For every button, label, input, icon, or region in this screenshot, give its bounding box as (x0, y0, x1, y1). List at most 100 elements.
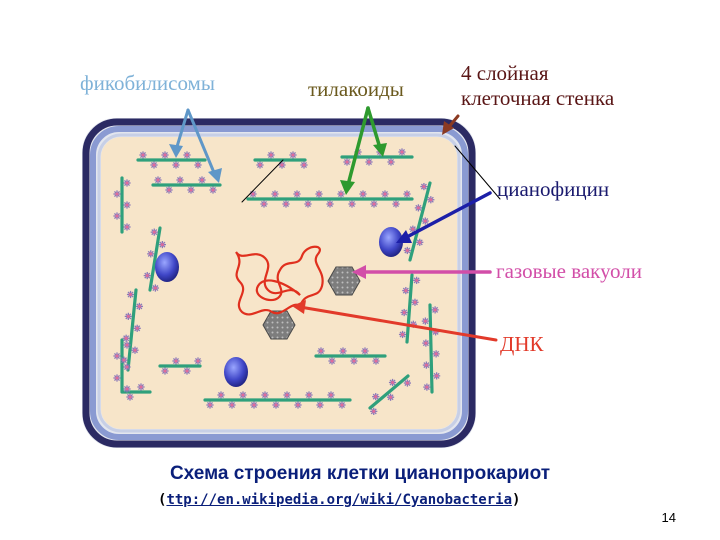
phycobilisome-icon (403, 190, 411, 198)
phycobilisome-icon (422, 339, 430, 347)
phycobilisome-icon (123, 341, 131, 349)
phycobilisome-icon (359, 190, 367, 198)
label-thylakoids: тилакоиды (308, 77, 404, 101)
phycobilisome-icon (361, 347, 369, 355)
phycobilisome-icon (370, 407, 378, 415)
phycobilisome-icon (381, 190, 389, 198)
phycobilisome-icon (123, 179, 131, 187)
phycobilisome-icon (143, 271, 151, 280)
phycobilisome-icon (427, 196, 435, 204)
phycobilisome-icon (124, 312, 132, 320)
phycobilisome-icon (150, 228, 158, 236)
phycobilisome-icon (372, 393, 380, 401)
phycobilisome-icon (183, 151, 191, 159)
phycobilisome-icon (113, 190, 121, 198)
label-gas-vacuoles: газовые вакуоли (496, 259, 642, 283)
phycobilisome-icon (194, 357, 202, 365)
label-cell-wall-line2: клеточная стенка (461, 86, 615, 110)
phycobilisome-icon (150, 161, 158, 169)
phycobilisome-icon (206, 401, 214, 409)
phycobilisome-icon (123, 385, 131, 393)
phycobilisome-icon (131, 346, 139, 354)
phycobilisome-icon (398, 330, 407, 339)
phycobilisome-icon (113, 212, 121, 220)
phycobilisome-icon (194, 161, 202, 169)
phycobilisome-icon (305, 391, 313, 399)
phycobilisome-icon (416, 238, 424, 246)
diagram-caption: Схема строения клетки цианопрокариот (169, 463, 551, 484)
phycobilisome-icon (421, 217, 429, 225)
phycobilisome-icon (400, 308, 408, 317)
phycobilisome-icon (386, 393, 395, 401)
source-open-paren: ( (158, 492, 167, 508)
phycobilisome-icon (187, 186, 195, 194)
phycobilisome-icon (123, 363, 131, 371)
phycobilisome-icon (123, 223, 131, 231)
phycobilisome-icon (228, 401, 236, 409)
phycobilisome-icon (176, 176, 184, 184)
phycobilisome-icon (317, 347, 325, 355)
phycobilisome-icon (261, 391, 269, 399)
phycobilisome-icon (370, 200, 378, 208)
label-cyanophycin: цианофицин (497, 177, 610, 201)
phycobilisome-icon (413, 276, 421, 284)
phycobilisome-icon (123, 201, 131, 209)
phycobilisome-icon (239, 391, 247, 399)
phycobilisome-icon (135, 302, 143, 311)
phycobilisome-icon (260, 200, 268, 208)
phycobilisome-icon (120, 356, 128, 364)
phycobilisome-icon (209, 186, 217, 194)
phycobilisome-icon (392, 200, 400, 208)
phycobilisome-icon (338, 401, 346, 409)
phycobilisome-icon (315, 190, 323, 198)
phycobilisome-icon (113, 374, 121, 382)
phycobilisome-icon (398, 148, 406, 156)
phycobilisome-icon (165, 186, 173, 194)
phycobilisome-icon (151, 284, 159, 292)
phycobilisome-icon (433, 372, 441, 380)
phycobilisome-icon (339, 347, 347, 355)
phycobilisome-icon (272, 401, 280, 409)
page-number: 14 (661, 510, 676, 525)
phycobilisome-icon (113, 352, 121, 360)
phycobilisome-icon (126, 393, 134, 401)
phycobilisome-icon (327, 391, 335, 399)
phycobilisome-icon (316, 401, 324, 409)
phycobilisome-icon (122, 334, 130, 342)
label-cell-wall-line1: 4 слойная (461, 61, 549, 85)
phycobilisome-icon (403, 379, 411, 387)
phycobilisome-icon (423, 383, 431, 391)
phycobilisome-icon (304, 200, 312, 208)
phycobilisome-icon (402, 286, 410, 295)
label-phycobilisomes: фикобилисомы (80, 71, 215, 95)
phycobilisome-icon (432, 350, 440, 358)
cyanophycin-granules (155, 227, 403, 387)
phycobilisome-icon (256, 161, 264, 169)
phycobilisome-icon (278, 161, 286, 169)
phycobilisome-icon (293, 190, 301, 198)
phycobilisome-icon (172, 161, 180, 169)
phycobilisome-icon (267, 151, 275, 159)
phycobilisome-icon (161, 367, 169, 375)
phycobilisome-icon (403, 246, 411, 255)
phycobilisome-icon (337, 190, 345, 198)
phycobilisome-icon (348, 200, 356, 208)
source-citation: (ttp://en.wikipedia.org/wiki/Cyanobacter… (158, 492, 520, 508)
source-link[interactable]: ttp://en.wikipedia.org/wiki/Cyanobacteri… (166, 492, 513, 508)
phycobilisome-icon (147, 250, 155, 258)
phycobilisome-icon (421, 317, 429, 325)
phycobilisome-icon (420, 182, 428, 191)
phycobilisome-icon (283, 391, 291, 399)
phycobilisome-icon (328, 357, 336, 365)
phycobilisome-icon (387, 158, 395, 166)
gas-vacuoles (262, 266, 361, 340)
phycobilisome-icon (217, 391, 225, 399)
phycobilisome-icon (300, 161, 308, 169)
phycobilisome-icon (139, 151, 147, 159)
phycobilisome-icon (350, 357, 358, 365)
phycobilisome-icon (365, 158, 373, 166)
phycobilisome-icon (282, 200, 290, 208)
phycobilisome-icon (126, 290, 135, 299)
phycobilisome-icon (289, 151, 297, 159)
phycobilisome-icon (158, 240, 166, 249)
